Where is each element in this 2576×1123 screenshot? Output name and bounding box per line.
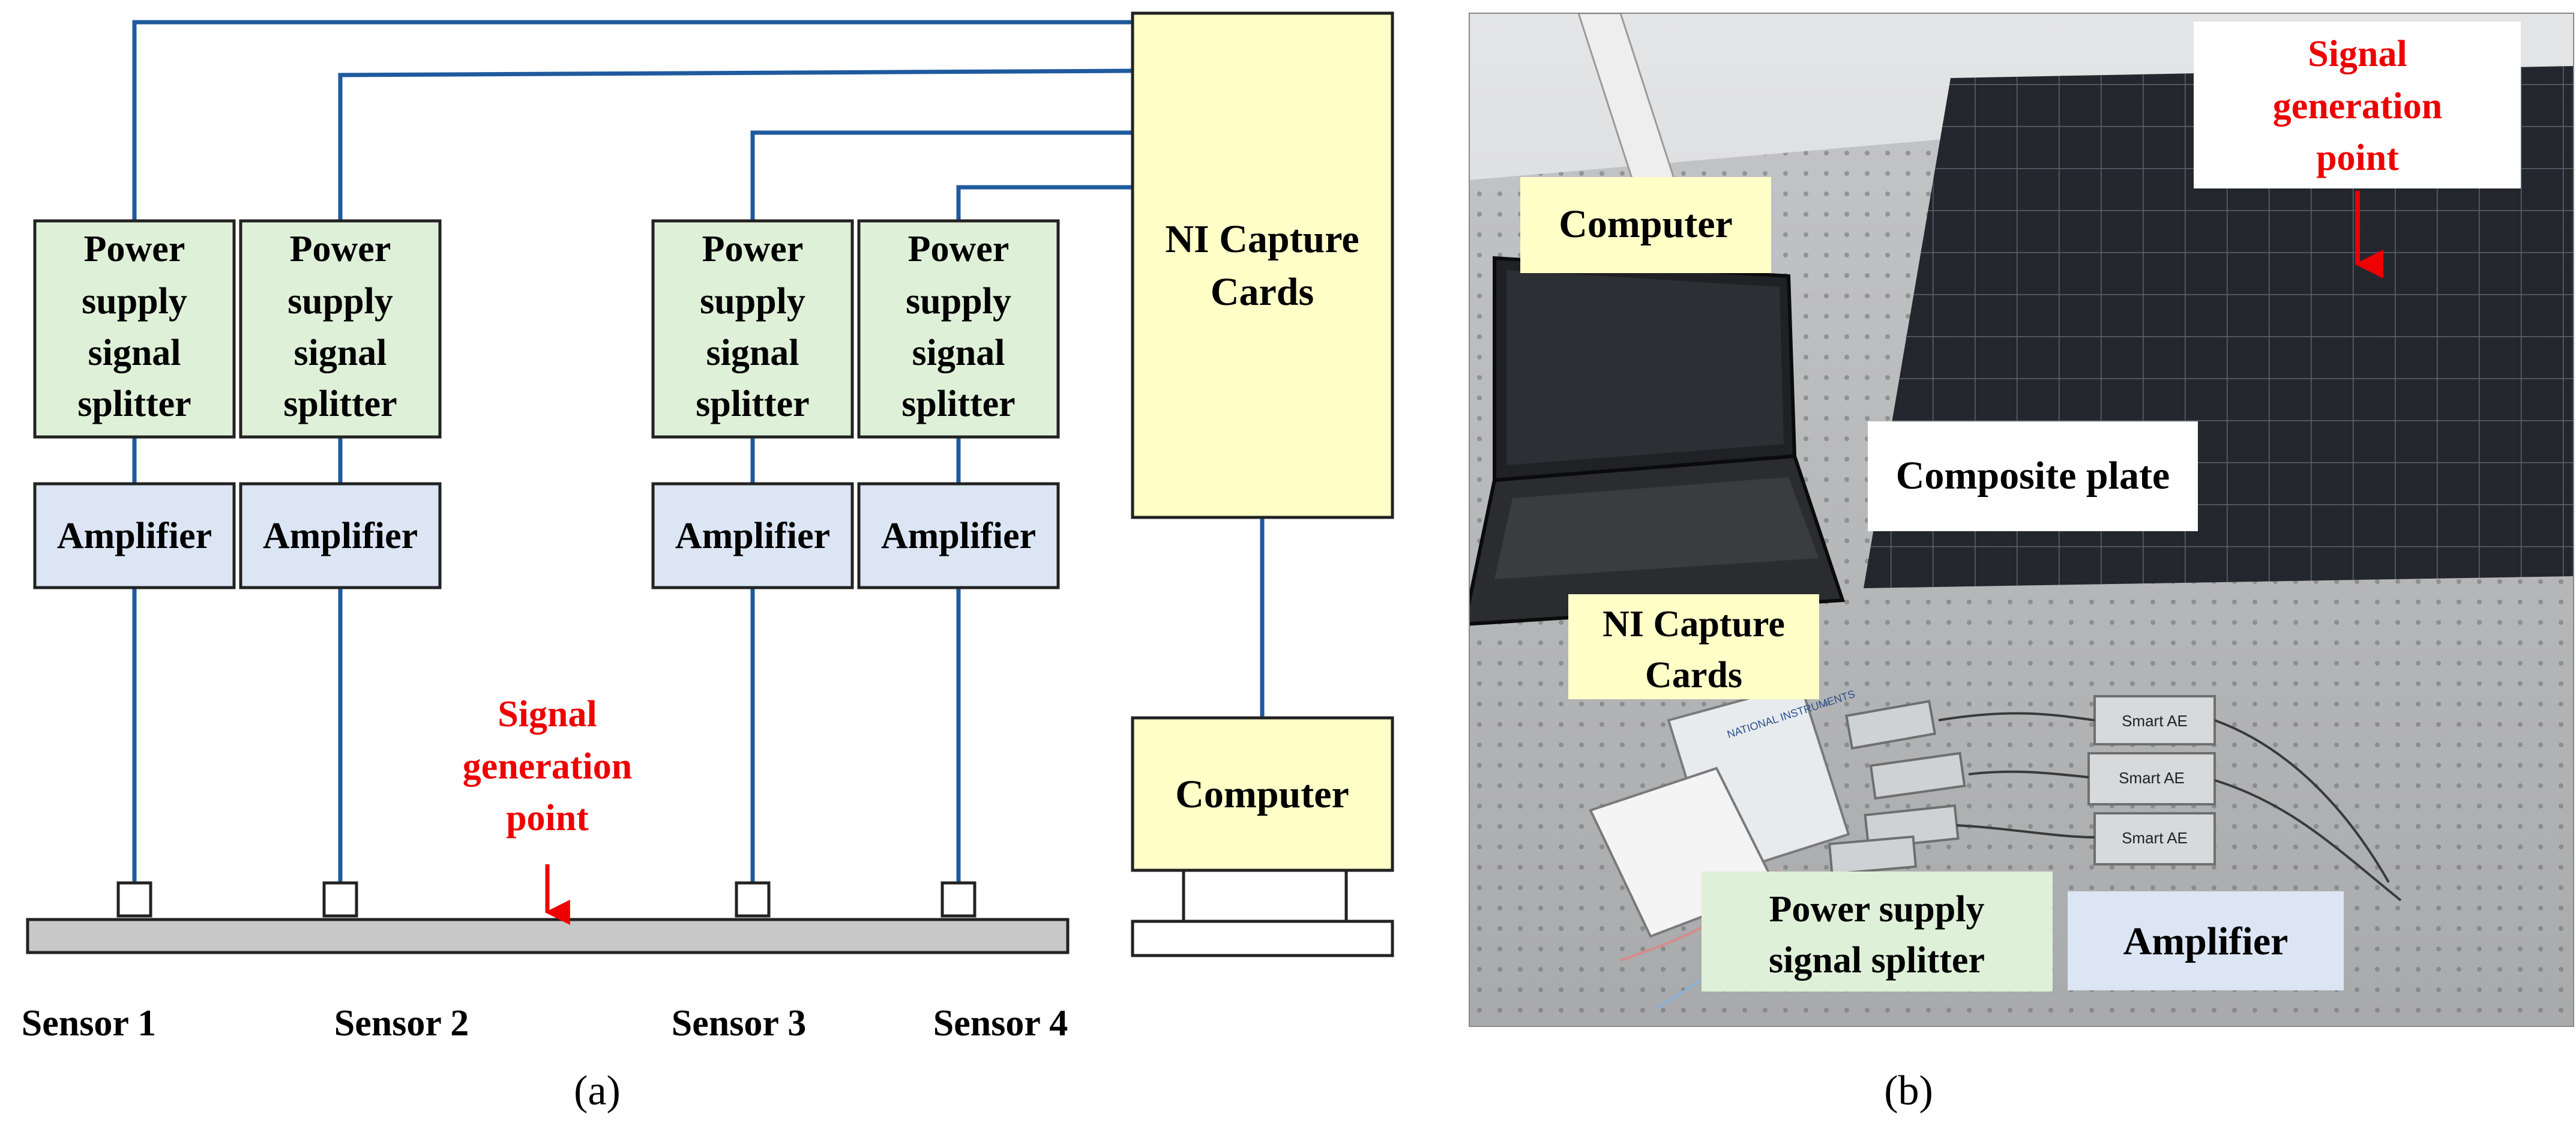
computer-label-b: Computer: [1520, 177, 1771, 273]
signal-point-a-line-1: Signal: [498, 694, 597, 735]
wires-top: [132, 20, 1265, 718]
test-plate: [26, 918, 1070, 954]
splitter-label-b-line-1: Power supply: [1769, 889, 1985, 930]
panel-a: Power supply signal splitter Power suppl…: [22, 11, 1394, 1114]
splitter-3-line-4: splitter: [696, 384, 809, 424]
amplifier-4: Amplifier: [857, 482, 1060, 589]
splitter-label-b: Power supply signal splitter: [1702, 872, 2053, 992]
wire-splitter-3: [750, 130, 1133, 221]
wire-splitter-2: [338, 68, 1133, 221]
splitter-3-line-3: signal: [706, 333, 799, 373]
splitter-2: Power supply signal splitter: [239, 219, 442, 439]
amplifier-2-label: Amplifier: [263, 516, 418, 556]
sensor-1-block: [116, 881, 152, 918]
sensor-4-block: [940, 881, 977, 918]
sensor-3-label: Sensor 3: [672, 1003, 807, 1044]
splitter-1-line-2: supply: [82, 281, 187, 322]
composite-plate-label: Composite plate: [1868, 421, 2198, 531]
laptop: [1469, 256, 1846, 626]
splitter-1-line-3: signal: [88, 333, 181, 373]
amplifier-1-label: Amplifier: [57, 516, 212, 556]
amplifier-3: Amplifier: [651, 482, 854, 589]
splitter-2-line-1: Power: [290, 229, 391, 269]
signal-point-a-line-3: point: [506, 798, 589, 838]
sensor-3-block: [735, 881, 771, 918]
signal-point-b-line-3: point: [2316, 137, 2399, 178]
photo-border: [1469, 13, 2574, 1027]
sensor-2-block: [322, 881, 358, 918]
amplifier-1: Amplifier: [33, 482, 236, 589]
splitter-1-line-1: Power: [84, 229, 185, 269]
splitter-3: Power supply signal splitter: [651, 219, 854, 439]
splitter-3-line-1: Power: [702, 229, 804, 269]
splitter-4-line-1: Power: [908, 229, 1010, 269]
amplifier-label-b: Amplifier: [2068, 891, 2344, 990]
splitter-3-line-2: supply: [700, 281, 805, 322]
panel-b: NATIONAL INSTRUMENTS Smart AE Smart AE S…: [1469, 13, 2574, 1114]
sensor-2-label: Sensor 2: [334, 1003, 469, 1044]
splitter-label-b-line-2: signal splitter: [1769, 940, 1985, 981]
computer-base: [1131, 920, 1394, 957]
amplifier-4-label: Amplifier: [881, 516, 1036, 556]
signal-point-b: Signal generation point: [2194, 22, 2521, 188]
device-label-3: Smart AE: [2122, 829, 2188, 847]
signal-point-a-line-2: generation: [463, 746, 632, 787]
amplifier-devices: Smart AE Smart AE Smart AE: [2087, 695, 2216, 866]
splitter-1: Power supply signal splitter: [33, 219, 236, 439]
composite-plate-label-text: Composite plate: [1896, 454, 2170, 498]
splitter-2-line-3: signal: [293, 333, 387, 373]
capture-card-line-1: NI Capture: [1165, 217, 1359, 261]
sensor-1-label: Sensor 1: [22, 1003, 157, 1044]
caption-a: (a): [574, 1068, 621, 1114]
wire-splitter-4: [956, 185, 1133, 221]
device-label-1: Smart AE: [2122, 712, 2188, 730]
splitter-2-line-2: supply: [287, 281, 393, 322]
computer-label: Computer: [1175, 772, 1349, 816]
signal-point-a: Signal generation point: [463, 694, 632, 925]
capture-card-label-b: NI Capture Cards: [1568, 594, 1819, 699]
splitter-4-line-4: splitter: [901, 384, 1015, 424]
device-label-2: Smart AE: [2119, 769, 2185, 787]
wire-splitter-1: [132, 20, 1133, 221]
signal-point-b-line-1: Signal: [2308, 34, 2407, 74]
splitter-4-line-2: supply: [906, 281, 1011, 322]
capture-card-label-b-line-2: Cards: [1645, 655, 1742, 696]
wires-vertical: [132, 437, 961, 883]
sensor-4-label: Sensor 4: [933, 1003, 1068, 1044]
capture-card-line-2: Cards: [1211, 270, 1314, 314]
splitter-4-line-3: signal: [912, 333, 1005, 373]
splitter-1-line-4: splitter: [77, 384, 191, 424]
splitter-devices: [1828, 699, 1966, 876]
signal-point-b-line-2: generation: [2273, 86, 2442, 127]
amplifier-label-b-text: Amplifier: [2123, 920, 2289, 963]
computer-label-b-text: Computer: [1559, 202, 1733, 246]
amplifier-2: Amplifier: [239, 482, 442, 589]
computer-stand: [1182, 870, 1348, 921]
caption-b: (b): [1884, 1068, 1933, 1114]
splitter-2-line-4: splitter: [283, 384, 397, 424]
splitter-4: Power supply signal splitter: [857, 219, 1060, 439]
computer-box: Computer: [1131, 716, 1394, 957]
amplifier-3-label: Amplifier: [675, 516, 830, 556]
photo: NATIONAL INSTRUMENTS Smart AE Smart AE S…: [1469, 13, 2574, 1026]
capture-card-label-b-line-1: NI Capture: [1602, 604, 1785, 645]
capture-card-box: NI Capture Cards: [1131, 11, 1394, 519]
